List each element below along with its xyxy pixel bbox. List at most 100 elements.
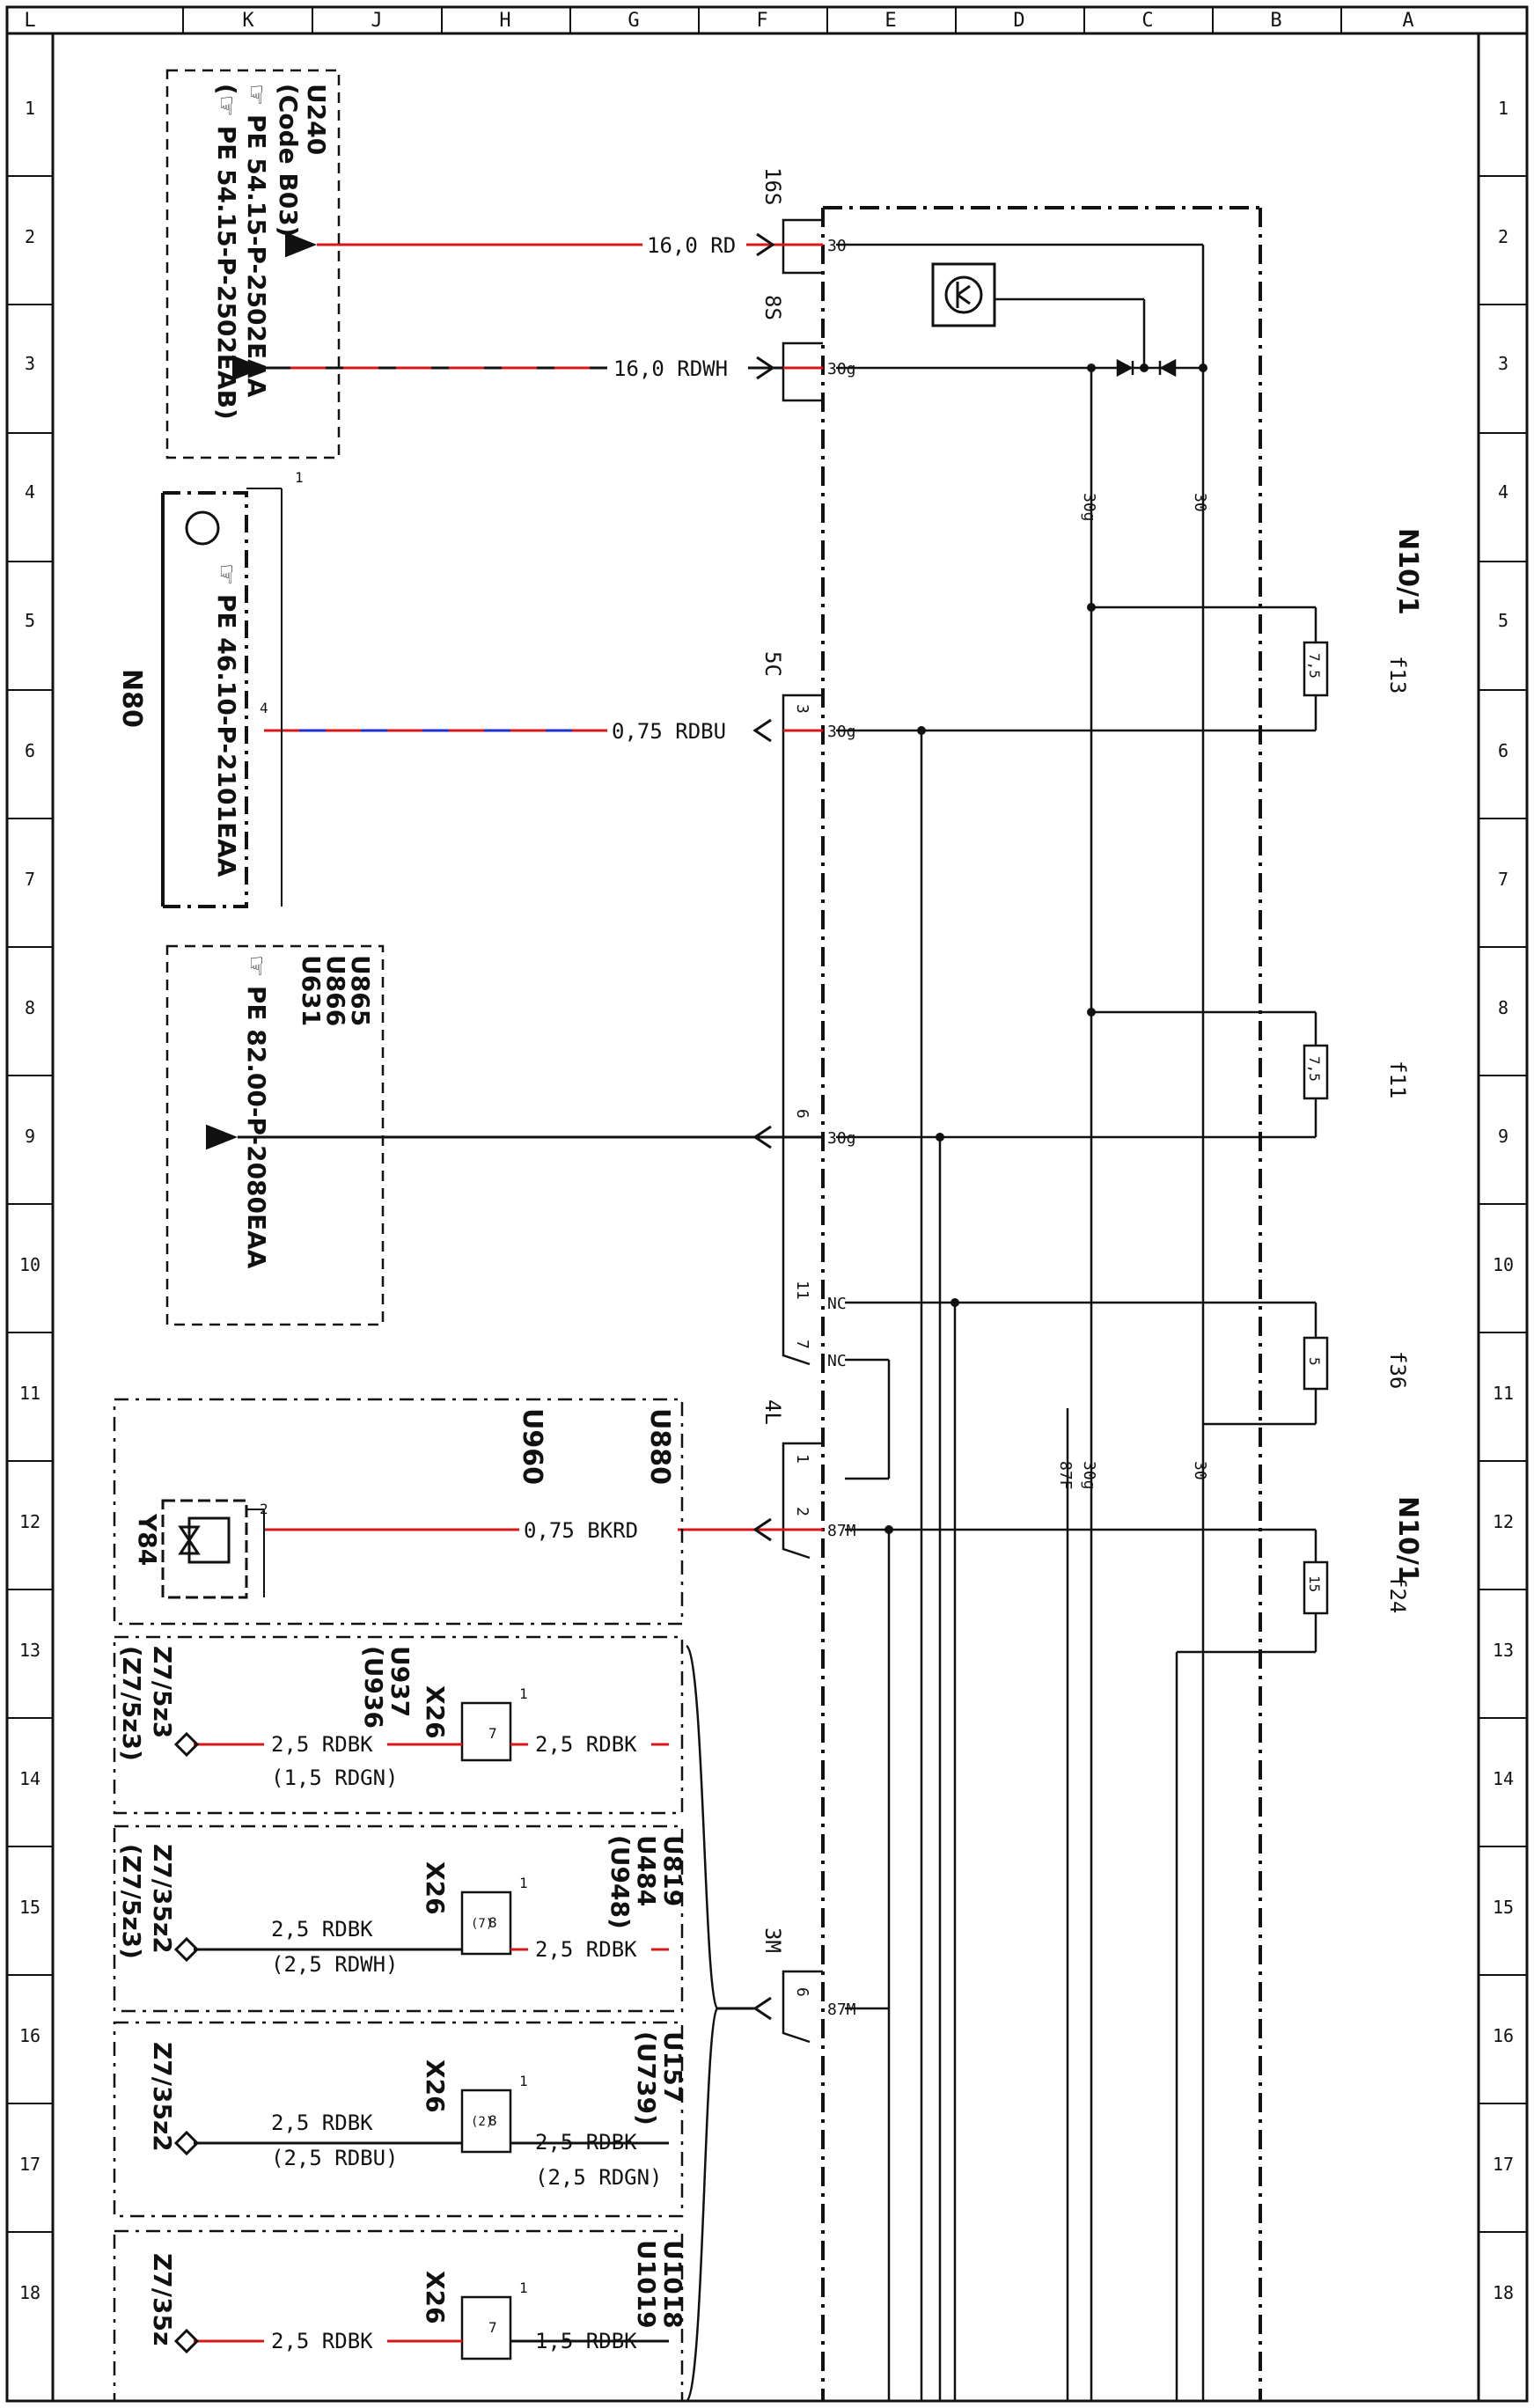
svg-text:87M: 87M — [827, 2001, 856, 2019]
row-label: 16 — [19, 2025, 40, 2046]
svg-text:U865: U865 — [346, 955, 375, 1026]
connector-label: 4L — [760, 1399, 785, 1425]
row-label: 14 — [1493, 1768, 1514, 1789]
svg-text:☞ PE 54.15-P-2502EAA: ☞ PE 54.15-P-2502EAA — [242, 84, 271, 398]
col-label: D — [1013, 10, 1024, 32]
svg-text:U937: U937 — [385, 1646, 415, 1717]
row-label: 5 — [1498, 610, 1508, 631]
svg-text:1: 1 — [793, 1454, 811, 1464]
svg-text:U1019: U1019 — [632, 2240, 661, 2329]
group-brace — [686, 1644, 719, 2403]
fuse-value: 5 — [1306, 1357, 1323, 1366]
svg-text:1: 1 — [295, 469, 304, 486]
row-label: 4 — [25, 481, 35, 503]
svg-text:1,5 RDBK: 1,5 RDBK — [535, 2329, 637, 2353]
rail-label: 30 — [1191, 1461, 1209, 1480]
svg-text:8: 8 — [488, 2112, 497, 2129]
module-label-n10-1: N10/1 — [1392, 1496, 1423, 1583]
row-label: 15 — [19, 1897, 40, 1918]
fuse-f24: 15 f24 — [1260, 1528, 1410, 1654]
row-label: 9 — [25, 1126, 35, 1147]
connector-label: 16S — [760, 167, 785, 205]
fuse-f36: 5 f36 — [1260, 1301, 1410, 1426]
fuse-label: f24 — [1385, 1575, 1410, 1613]
connector-brackets — [782, 218, 823, 2044]
svg-text:7: 7 — [488, 1725, 497, 1742]
fuse-value: 7,5 — [1306, 1056, 1323, 1082]
row-label: 3 — [1498, 353, 1508, 374]
row-label: 18 — [1493, 2282, 1514, 2303]
fuse-value: 15 — [1306, 1575, 1323, 1592]
row-label: 4 — [1498, 481, 1508, 503]
fuse-label: f36 — [1385, 1351, 1410, 1389]
svg-text:(Code B03): (Code B03) — [274, 84, 303, 237]
col-label: E — [884, 10, 896, 32]
row-label: 18 — [19, 2282, 40, 2303]
row-label: 8 — [25, 997, 35, 1018]
drawing-frame — [5, 5, 1529, 2403]
svg-text:(2,5 RDGN): (2,5 RDGN) — [535, 2165, 663, 2190]
grid-column-ticks — [182, 7, 1342, 33]
connector-label: 5C — [760, 651, 785, 677]
svg-text:6: 6 — [793, 1109, 811, 1119]
svg-text:(2,5 RDWH): (2,5 RDWH) — [271, 1952, 399, 1977]
svg-text:2,5 RDBK: 2,5 RDBK — [535, 2130, 637, 2155]
svg-text:(U948): (U948) — [606, 1835, 635, 1929]
row-label: 11 — [1493, 1383, 1514, 1404]
row-label: 7 — [1498, 869, 1508, 890]
row-label: 12 — [1493, 1511, 1514, 1532]
svg-text:(2,5 RDBU): (2,5 RDBU) — [271, 2146, 399, 2170]
row-label: 17 — [1493, 2154, 1514, 2175]
svg-text:11: 11 — [793, 1281, 811, 1300]
svg-text:X26: X26 — [421, 2271, 450, 2324]
svg-text:3: 3 — [793, 704, 811, 714]
col-label: A — [1402, 10, 1413, 32]
connector-arrows — [752, 232, 775, 2021]
n80-module: 1 4 ☞ PE 46.10-P-2101EAA N80 — [116, 469, 304, 908]
col-label: L — [24, 10, 35, 32]
svg-text:(7): (7) — [471, 1917, 493, 1931]
wire-label: 16,0 RD — [647, 233, 736, 258]
junction-dots — [884, 363, 1207, 1534]
row-label: 7 — [25, 869, 35, 890]
module-label-n10-1: N10/1 — [1392, 528, 1423, 615]
svg-text:U484: U484 — [632, 1835, 661, 1906]
svg-text:2: 2 — [260, 1501, 268, 1517]
svg-text:Z7/5z3: Z7/5z3 — [148, 1646, 177, 1738]
svg-text:NC: NC — [827, 1295, 847, 1313]
svg-text:2,5 RDBK: 2,5 RDBK — [271, 2111, 373, 2135]
svg-text:2,5 RDBK: 2,5 RDBK — [271, 1917, 373, 1942]
svg-text:7: 7 — [488, 2319, 497, 2336]
svg-text:6: 6 — [793, 1987, 811, 1997]
svg-text:2,5 RDBK: 2,5 RDBK — [535, 1732, 637, 1757]
svg-text:8: 8 — [488, 1914, 497, 1931]
u157-circuit: U157 (U739) X26 1 8 (2) 2,5 RDBK (2,5 RD… — [113, 2021, 687, 2218]
svg-text:87M: 87M — [827, 1522, 856, 1540]
svg-text:U1018: U1018 — [658, 2240, 687, 2329]
row-label: 10 — [19, 1254, 40, 1275]
row-label: 1 — [25, 98, 35, 119]
row-label: 5 — [25, 610, 35, 631]
fuse-label: f11 — [1385, 1061, 1410, 1098]
svg-text:(☞ PE 54.15-P-2502EAB): (☞ PE 54.15-P-2502EAB) — [212, 84, 241, 420]
row-label: 17 — [19, 2154, 40, 2175]
col-label: J — [371, 10, 382, 32]
u819-circuit: U819 U484 (U948) X26 1 8 (7) 2,5 RDBK (2… — [113, 1824, 687, 2013]
connector-label: 3M — [760, 1927, 785, 1953]
col-label: G — [628, 10, 639, 32]
svg-text:2: 2 — [793, 1507, 811, 1516]
row-label: 9 — [1498, 1126, 1508, 1147]
svg-text:U631: U631 — [297, 955, 326, 1026]
row-label: 1 — [1498, 98, 1508, 119]
wire-075-bkrd: 0,75 BKRD — [264, 1516, 823, 1543]
rail-label: 87F — [1056, 1461, 1075, 1490]
row-label: 6 — [25, 740, 35, 761]
n10-1-module-outline — [821, 206, 1262, 2401]
n80-reference: ☞ PE 46.10-P-2101EAA — [212, 563, 241, 877]
row-label: 13 — [19, 1640, 40, 1661]
u880-block: U880 U960 2 Y84 — [113, 1398, 684, 1626]
row-label: 10 — [1493, 1254, 1514, 1275]
u865-reference: ☞ PE 82.00-P-2080EAA — [242, 955, 271, 1269]
